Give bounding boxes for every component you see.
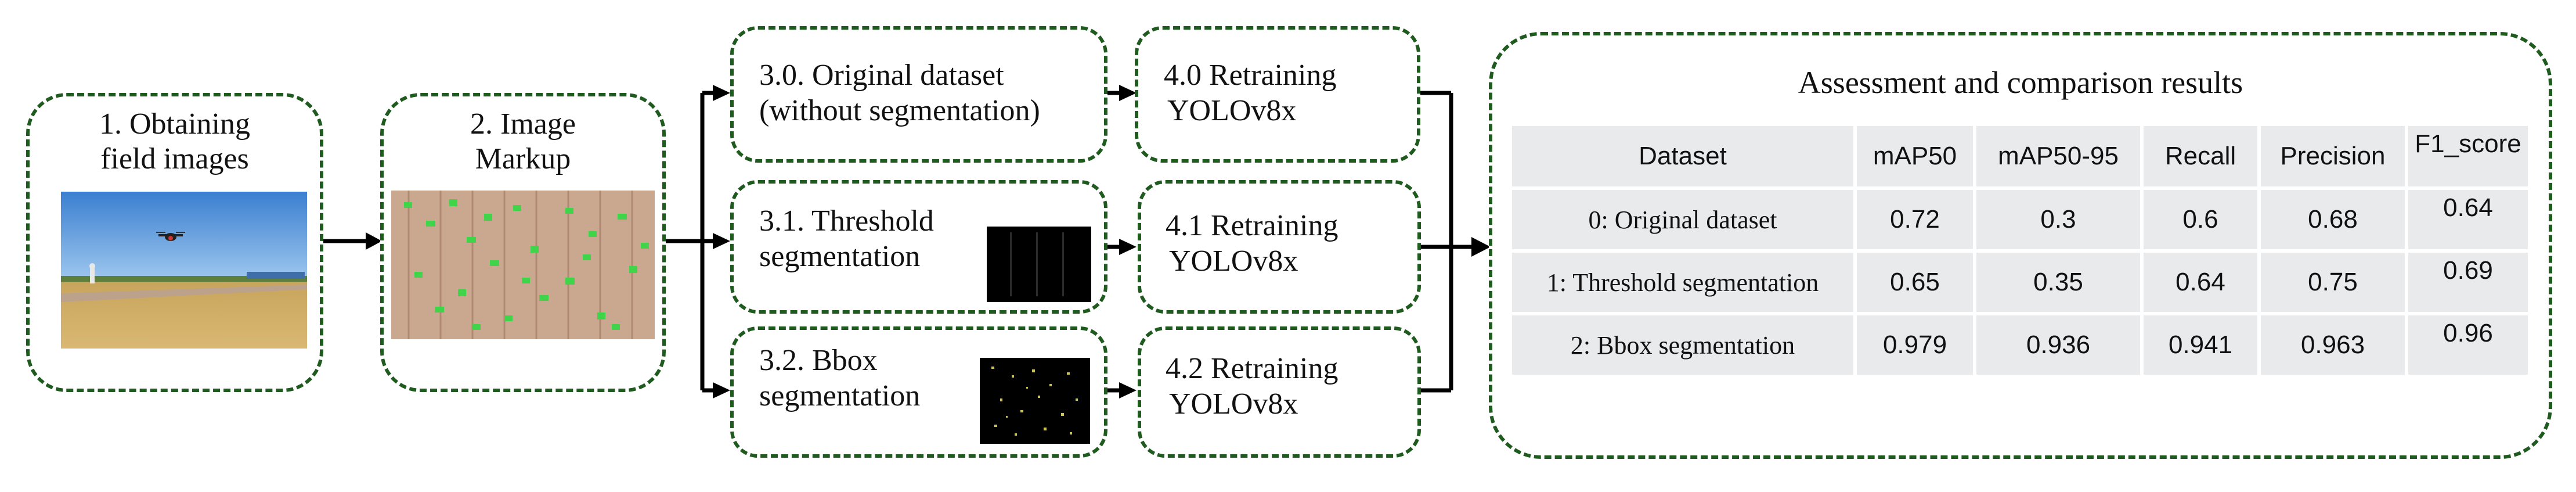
- header-f1-score: F1_score: [2405, 123, 2531, 190]
- results-title: Assessment and comparison results: [1798, 65, 2243, 100]
- step-1-line2: field images: [100, 142, 249, 175]
- cell-map50: 0.65: [1853, 249, 1976, 315]
- step-4-1-line2: YOLOv8x: [1169, 245, 1298, 278]
- cell-precision: 0.963: [2257, 312, 2408, 378]
- cell-recall: 0.941: [2140, 312, 2261, 378]
- step-1-box: 1. Obtaining field images: [26, 93, 323, 392]
- arrowhead-to-30: [713, 85, 730, 101]
- arrowhead-to-41: [1119, 239, 1137, 255]
- cell-recall: 0.64: [2140, 249, 2261, 315]
- header-map50-95: mAP50-95: [1973, 123, 2144, 190]
- step-4-1-line1: 4.1 Retraining: [1166, 209, 1338, 242]
- cell-map50-95: 0.3: [1973, 186, 2144, 253]
- arrowhead-to-42: [1119, 382, 1137, 398]
- step-3-1-line2: segmentation: [759, 240, 921, 274]
- cell-recall: 0.6: [2140, 186, 2261, 253]
- cell-map50: 0.72: [1853, 186, 1976, 253]
- field-drone-photo: [61, 192, 307, 349]
- cell-precision: 0.75: [2257, 249, 2408, 315]
- step-4-1-box: 4.1 Retraining YOLOv8x: [1138, 180, 1421, 314]
- results-header-row: Dataset mAP50 mAP50-95 Recall Precision …: [1509, 123, 2531, 190]
- arrow-1-to-2-head: [366, 232, 382, 250]
- step-3-2-line1: 3.2. Bbox: [759, 344, 878, 377]
- header-map50: mAP50: [1853, 123, 1976, 190]
- step-4-2-line1: 4.2 Retraining: [1166, 352, 1338, 385]
- step-3-2-box: 3.2. Bbox segmentation: [730, 326, 1107, 458]
- arrowhead-to-40: [1119, 85, 1137, 101]
- cell-precision: 0.68: [2257, 186, 2408, 253]
- results-box: Assessment and comparison results Datase…: [1489, 32, 2552, 459]
- cell-map50-95: 0.35: [1973, 249, 2144, 315]
- step-4-2-box: 4.2 Retraining YOLOv8x: [1138, 326, 1421, 458]
- cell-map50-95: 0.936: [1973, 312, 2144, 378]
- table-row: 1: Threshold segmentation 0.65 0.35 0.64…: [1509, 249, 2531, 315]
- cell-f1-score: 0.69: [2405, 249, 2531, 315]
- cell-dataset: 2: Bbox segmentation: [1509, 312, 1857, 378]
- cell-f1-score: 0.96: [2405, 312, 2531, 378]
- table-row: 2: Bbox segmentation 0.979 0.936 0.941 0…: [1509, 312, 2531, 378]
- arrow-heads: [713, 85, 1491, 398]
- header-dataset: Dataset: [1509, 123, 1857, 190]
- step-2-line1: 2. Image: [470, 107, 576, 141]
- step-4-0-line2: YOLOv8x: [1167, 94, 1297, 128]
- step-3-1-box: 3.1. Threshold segmentation: [730, 180, 1107, 314]
- step-4-0-box: 4.0 Retraining YOLOv8x: [1135, 26, 1420, 163]
- cell-dataset: 0: Original dataset: [1509, 186, 1857, 253]
- marked-field-image: [391, 191, 655, 339]
- step-1-line1: 1. Obtaining: [99, 107, 250, 141]
- table-row: 0: Original dataset 0.72 0.3 0.6 0.68 0.…: [1509, 186, 2531, 253]
- arrowhead-to-31: [713, 233, 730, 249]
- cell-f1-score: 0.64: [2405, 186, 2531, 253]
- step-2-line2: Markup: [475, 142, 571, 175]
- results-table: Dataset mAP50 mAP50-95 Recall Precision …: [1509, 123, 2531, 378]
- arrowhead-to-32: [713, 382, 730, 398]
- cell-map50: 0.979: [1853, 312, 1976, 378]
- step-2-box: 2. Image Markup: [380, 93, 666, 392]
- header-recall: Recall: [2140, 123, 2261, 190]
- step-3-1-line1: 3.1. Threshold: [759, 204, 934, 238]
- step-3-2-line2: segmentation: [759, 379, 921, 413]
- step-3-0-line2: (without segmentation): [759, 94, 1040, 128]
- step-3-0-box: 3.0. Original dataset (without segmentat…: [730, 26, 1107, 163]
- bbox-segmentation-thumbnail: [980, 358, 1090, 444]
- cell-dataset: 1: Threshold segmentation: [1509, 249, 1857, 315]
- step-4-0-line1: 4.0 Retraining: [1164, 59, 1337, 92]
- arrowhead-to-results: [1471, 237, 1491, 257]
- step-3-0-line1: 3.0. Original dataset: [759, 59, 1004, 92]
- drone-icon: [156, 232, 185, 241]
- header-precision: Precision: [2257, 123, 2408, 190]
- threshold-segmentation-thumbnail: [987, 227, 1091, 302]
- step-4-2-line2: YOLOv8x: [1169, 387, 1298, 421]
